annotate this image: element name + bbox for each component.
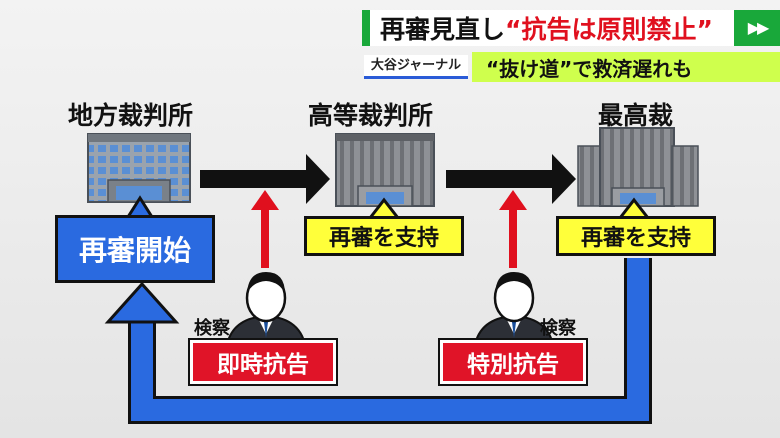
headline: 再審見直し “抗告は原則禁止” [362, 10, 734, 46]
immediate-appeal-badge: 即時抗告 [190, 340, 336, 384]
prosecutor-label-left: 検察 [194, 318, 230, 339]
decision-supreme-bubble: 再審を支持 [556, 216, 716, 256]
appeal-arrow-right [499, 190, 527, 268]
special-appeal-badge: 特別抗告 [440, 340, 586, 384]
return-to-district-arrow [104, 258, 652, 424]
decision-district-bubble: 再審開始 [55, 215, 215, 283]
arrow-high-to-supreme [446, 154, 576, 204]
appeal-arrow-left [251, 190, 279, 268]
high-court-building-icon [335, 133, 435, 207]
brand-logo: 大谷ジャーナル [364, 55, 468, 79]
high-court-label: 高等裁判所 [308, 101, 434, 130]
supreme-court-label: 最高裁 [598, 101, 674, 130]
decision-high-bubble: 再審を支持 [304, 216, 464, 256]
district-court-building-icon [87, 133, 191, 203]
headline-red: “抗告は原則禁止” [505, 15, 713, 44]
arrow-district-to-high [200, 154, 330, 204]
prosecutor-label-right: 検察 [540, 318, 576, 339]
prosecutor-avatar-left-icon [224, 272, 308, 351]
subtitle-text: “抜け道”で救済遅れも [486, 56, 693, 81]
play-forward-icon: ▶▶ [734, 10, 780, 46]
district-court-label: 地方裁判所 [68, 101, 194, 130]
headline-black: 再審見直し [380, 15, 506, 44]
supreme-court-building-icon [577, 127, 699, 207]
subtitle-bar: “抜け道”で救済遅れも [472, 52, 780, 82]
